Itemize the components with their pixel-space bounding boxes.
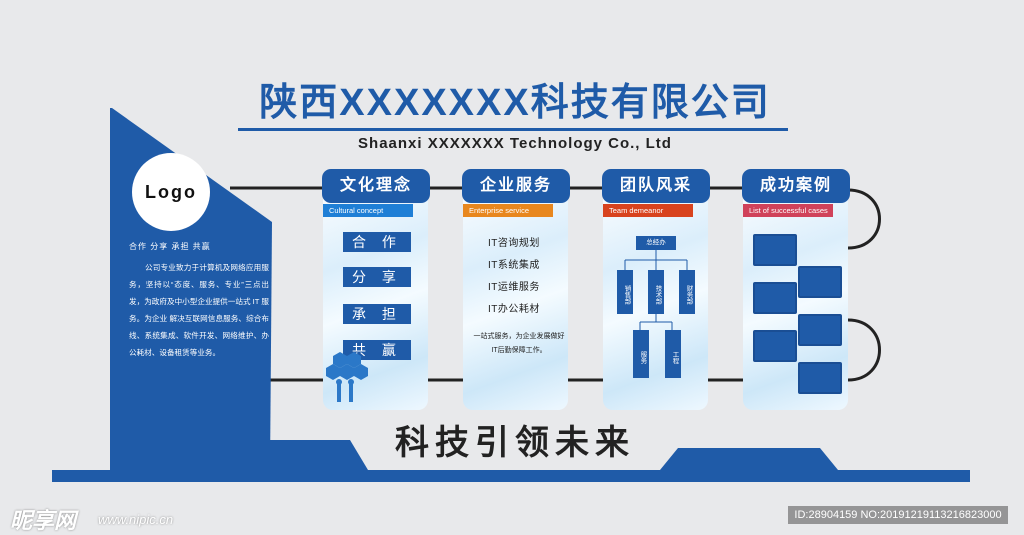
watermark-brand: 昵享网 xyxy=(10,508,77,533)
tab-service: 企业服务 xyxy=(462,169,570,203)
watermark-id: ID:28904159 NO:20191219113216823000 xyxy=(788,506,1008,524)
ribbon-team: Team demeanor xyxy=(603,204,693,217)
service-item-2: IT系统集成 xyxy=(488,260,540,271)
title-underline xyxy=(238,128,788,131)
case-slot-4 xyxy=(798,314,842,346)
service-item-4: IT办公耗材 xyxy=(488,304,540,315)
tab-cases: 成功案例 xyxy=(742,169,850,203)
base-bar xyxy=(52,470,970,482)
company-title-en: Shaanxi XXXXXXX Technology Co., Ltd xyxy=(358,135,672,152)
ribbon-service: Enterprise service xyxy=(463,204,553,217)
org-service: 服务 xyxy=(633,330,649,378)
org-tech: 技术部 xyxy=(648,270,664,314)
people-tree-icon xyxy=(326,352,368,402)
service-item-3: IT运维服务 xyxy=(488,282,540,293)
case-slot-6 xyxy=(798,362,842,394)
service-item-1: IT咨询规划 xyxy=(488,238,540,249)
case-slot-2 xyxy=(798,266,842,298)
case-slot-3 xyxy=(753,282,797,314)
culture-item-4: 共 赢 xyxy=(343,340,411,360)
ribbon-culture: Cultural concept xyxy=(323,204,413,217)
culture-item-1: 合 作 xyxy=(343,232,411,252)
company-description: 公司专业致力于计算机及网络应用服务，坚持以“态度、服务、专业”三点出发，为政府及… xyxy=(129,263,269,357)
motto-text: 合作 分享 承担 共赢 xyxy=(129,242,211,251)
org-chart-lines xyxy=(624,250,688,330)
case-slot-5 xyxy=(753,330,797,362)
org-sales: 销售部 xyxy=(617,270,633,314)
ribbon-cases: List of successful cases xyxy=(743,204,833,217)
org-finance: 财务部 xyxy=(679,270,695,314)
org-engineering: 工程 xyxy=(665,330,681,378)
slogan: 科技引领未来 xyxy=(395,424,635,462)
culture-item-3: 承 担 xyxy=(343,304,411,324)
service-note: 一站式服务，为企业发展做好IT后勤保障工作。 xyxy=(473,333,565,354)
tab-culture: 文化理念 xyxy=(322,169,430,203)
org-top: 总经办 xyxy=(636,236,676,250)
company-title-cn: 陕西XXXXXXX科技有限公司 xyxy=(259,82,771,124)
watermark-url: www.nipic.cn xyxy=(98,512,174,527)
logo-text: Logo xyxy=(145,181,197,202)
culture-item-2: 分 享 xyxy=(343,267,411,287)
slogan-base xyxy=(270,440,368,470)
logo-badge: Logo xyxy=(132,153,210,231)
slogan-base-right xyxy=(660,448,838,470)
case-slot-1 xyxy=(753,234,797,266)
tab-team: 团队风采 xyxy=(602,169,710,203)
